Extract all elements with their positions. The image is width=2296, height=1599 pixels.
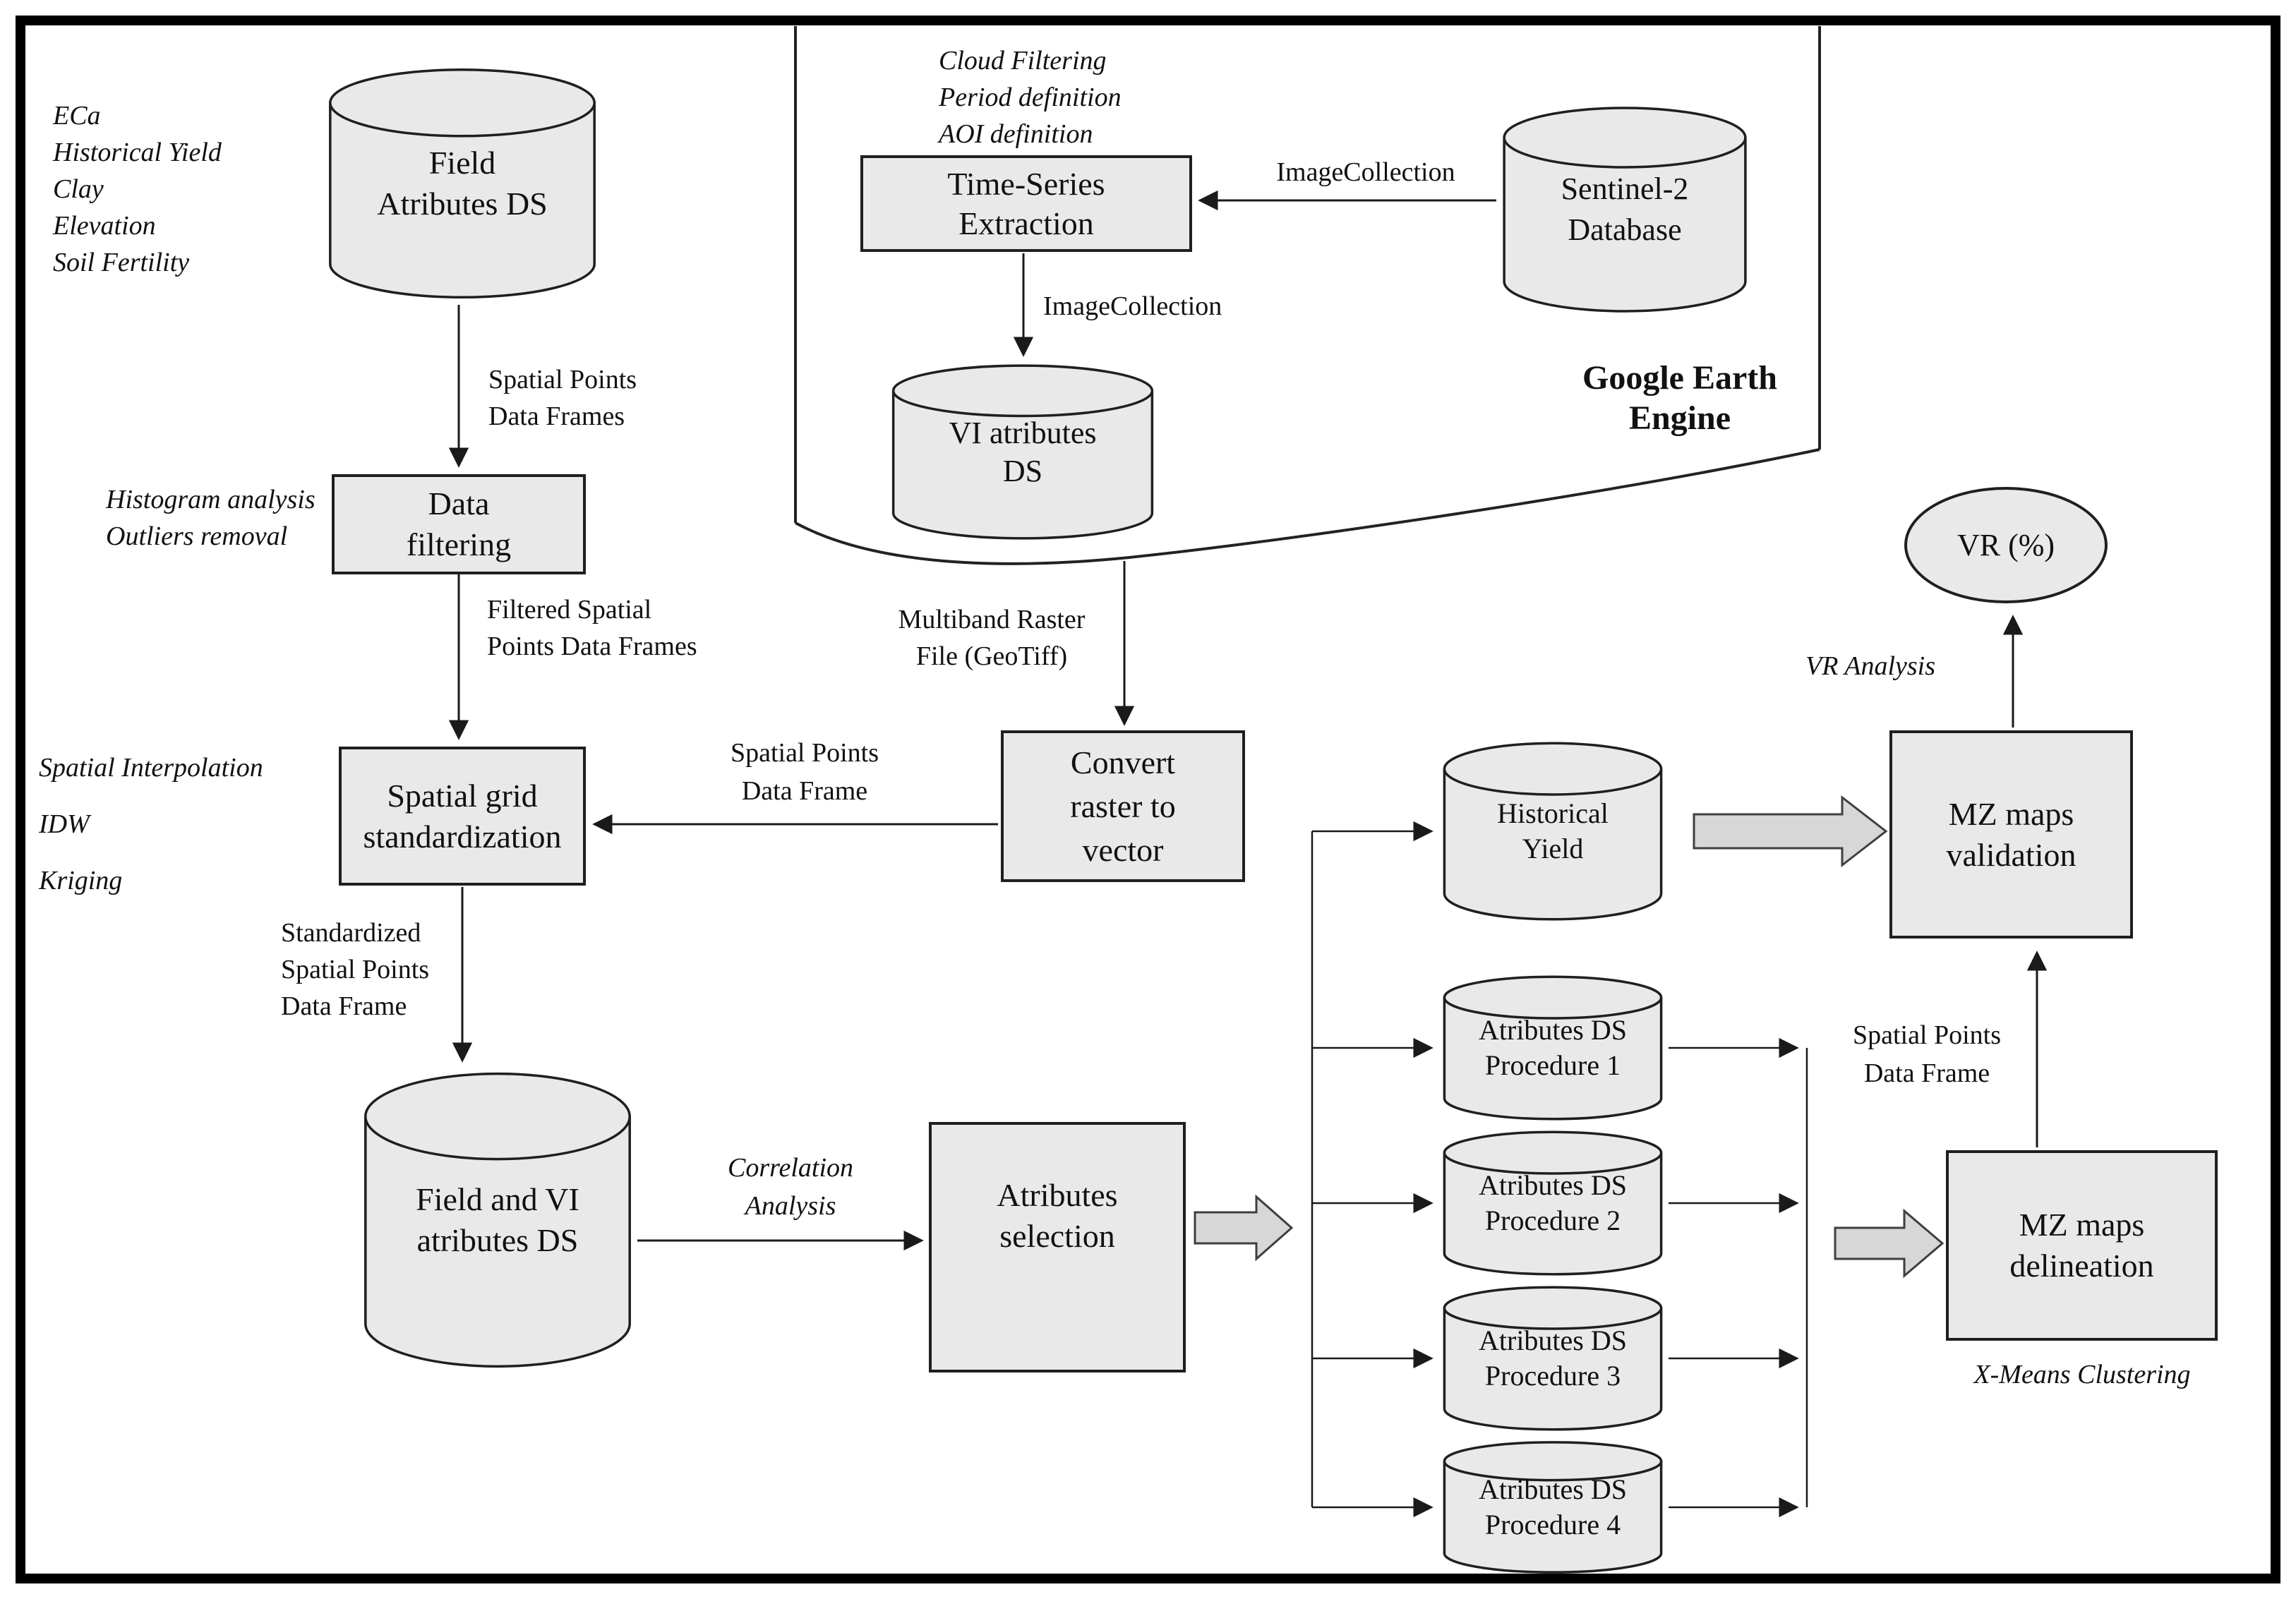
- side-note-gee-params: Cloud Filtering Period definition AOI de…: [939, 46, 1122, 149]
- block-arrow-atrsel-to-ds: [1194, 1194, 1294, 1262]
- side-note-xmeans-clustering: X-Means Clustering: [1973, 1360, 2191, 1389]
- edge-label-standardized-frame: Standardized Spatial Points Data Frame: [281, 918, 430, 1021]
- node-data-filtering: Data filtering: [332, 474, 586, 574]
- node-atributes-ds-procedure-1: Atributes DS Procedure 1: [1440, 974, 1666, 1122]
- node-historical-yield-label: Historical Yield: [1497, 797, 1609, 864]
- gee-title: Google Earth Engine: [1582, 359, 1777, 437]
- node-atributes-ds-procedure-2: Atributes DS Procedure 2: [1440, 1129, 1666, 1277]
- cylinder-shape: [1440, 740, 1666, 923]
- node-mz-delineation-label: MZ maps delineation: [2009, 1207, 2154, 1284]
- node-procedure1-label: Atributes DS Procedure 1: [1479, 1014, 1627, 1081]
- edge-label-spatial-points-data-frame-right: Spatial Points Data Frame: [1852, 1020, 2002, 1088]
- node-field-and-vi-label: Field and VI atributes DS: [416, 1181, 579, 1258]
- node-atributes-selection-label: Atributes selection: [997, 1176, 1118, 1254]
- node-procedure3-label: Atributes DS Procedure 3: [1479, 1325, 1627, 1392]
- node-historical-yield: Historical Yield: [1440, 740, 1666, 923]
- node-spatial-grid-label: Spatial grid standardization: [363, 777, 562, 855]
- node-procedure4-label: Atributes DS Procedure 4: [1479, 1473, 1627, 1540]
- gee-border-bottom-wave: [795, 448, 1820, 565]
- node-field-atributes-ds-label: Field Atributes DS: [377, 145, 548, 222]
- edge-label-imagecollection-vertical: ImageCollection: [1043, 291, 1222, 321]
- node-data-filtering-label: Data filtering: [406, 485, 512, 562]
- edge-label-vr-analysis: VR Analysis: [1805, 651, 1936, 681]
- side-note-field-inputs: ECa Historical Yield Clay Elevation Soil…: [53, 101, 222, 277]
- node-mz-maps-delineation: MZ maps delineation: [1946, 1150, 2218, 1341]
- node-atributes-ds-procedure-4: Atributes DS Procedure 4: [1440, 1440, 1666, 1575]
- edge-label-correlation-analysis: Correlation Analysis: [727, 1153, 854, 1221]
- node-vi-atributes-ds-label: VI atributes DS: [949, 415, 1097, 488]
- edge-label-multiband-raster: Multiband Raster File (GeoTiff): [898, 605, 1086, 671]
- cylinder-shape: [1440, 1440, 1666, 1575]
- cylinder-shape: [1440, 1129, 1666, 1277]
- cylinder-shape: [888, 362, 1158, 542]
- cylinder-shape: [1499, 104, 1750, 315]
- edge-label-imagecollection-horizontal: ImageCollection: [1276, 157, 1455, 187]
- cylinder-shape: [325, 65, 600, 302]
- edge-label-spatial-points-frames: Spatial Points Data Frames: [488, 365, 637, 431]
- node-vi-atributes-ds: VI atributes DS: [888, 362, 1158, 542]
- block-arrow-hy-to-validation: [1693, 795, 1888, 868]
- node-vr-percent: VR (%): [1904, 487, 2108, 603]
- node-spatial-grid-standardization: Spatial grid standardization: [339, 747, 586, 886]
- node-sentinel2-database-label: Sentinel-2 Database: [1561, 171, 1689, 247]
- node-vr-label: VR (%): [1957, 527, 2055, 562]
- edge-label-spatial-points-data-frame-left: Spatial Points Data Frame: [730, 738, 879, 806]
- node-field-and-vi-atributes-ds: Field and VI atributes DS: [360, 1068, 635, 1372]
- cylinder-shape: [1440, 974, 1666, 1122]
- node-atributes-selection: Atributes selection: [929, 1122, 1186, 1372]
- node-sentinel2-database: Sentinel-2 Database: [1499, 104, 1750, 315]
- node-time-series-extraction: Time-Series Extraction: [860, 155, 1192, 252]
- side-note-interpolation-methods: Spatial Interpolation IDW Kriging: [39, 753, 263, 895]
- node-procedure2-label: Atributes DS Procedure 2: [1479, 1169, 1627, 1236]
- node-atributes-ds-procedure-3: Atributes DS Procedure 3: [1440, 1284, 1666, 1432]
- node-time-series-label: Time-Series Extraction: [947, 165, 1105, 241]
- node-mz-validation-label: MZ maps validation: [1946, 795, 2076, 873]
- node-convert-raster-to-vector: Convert raster to vector: [1001, 730, 1245, 882]
- node-mz-maps-validation: MZ maps validation: [1889, 730, 2133, 939]
- cylinder-shape: [360, 1068, 635, 1372]
- side-note-data-filtering-methods: Histogram analysis Outliers removal: [106, 485, 315, 551]
- edge-label-filtered-frames: Filtered Spatial Points Data Frames: [487, 595, 697, 661]
- node-convert-label: Convert raster to vector: [1070, 744, 1176, 868]
- block-arrow-ds-to-delineation: [1834, 1208, 1945, 1279]
- cylinder-shape: [1440, 1284, 1666, 1432]
- node-field-atributes-ds: Field Atributes DS: [325, 65, 600, 302]
- figure-border: [16, 16, 2280, 1583]
